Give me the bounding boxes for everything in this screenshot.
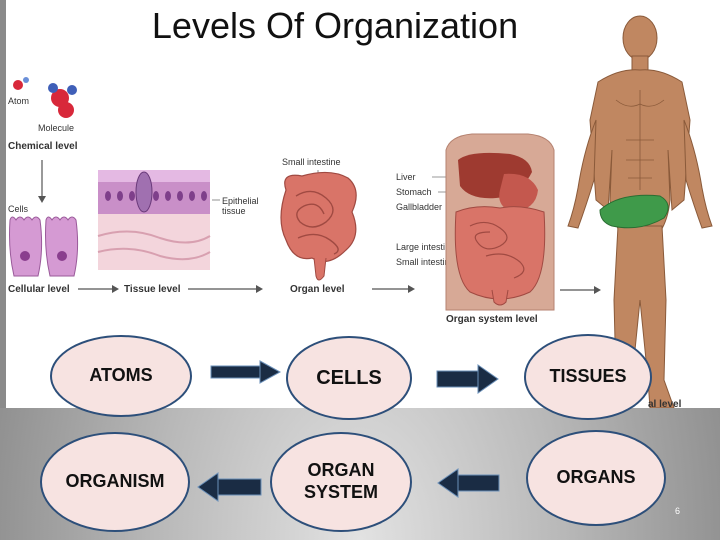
organ-level-label: Organ level: [290, 284, 345, 295]
cells-label: CELLS: [316, 366, 382, 390]
cells-to-tissues-arrow: [436, 364, 500, 394]
epithelial-tissue-illustration: [98, 170, 210, 270]
page-title: Levels Of Organization: [152, 5, 518, 47]
organ-small-intestine-label: Small intestine: [282, 157, 341, 167]
organism-oval: ORGANISM: [40, 432, 190, 532]
page-number: 6: [675, 506, 680, 516]
torso-organs-illustration: [446, 134, 554, 310]
title-box: Levels Of Organization: [95, 0, 575, 52]
gallbladder-label: Gallbladder: [396, 202, 442, 212]
atoms-to-cells-arrow: [210, 360, 282, 384]
organ-system-label: ORGAN SYSTEM: [304, 460, 378, 503]
stomach-label: Stomach: [396, 187, 432, 197]
organs-to-organ-system-arrow: [436, 468, 500, 498]
cells-illustration: [10, 217, 78, 276]
cells-oval: CELLS: [286, 336, 412, 420]
organ-system-label-line1: ORGAN: [307, 460, 374, 480]
cellular-level-label: Cellular level: [8, 284, 70, 295]
organ-system-level-label: Organ system level: [446, 314, 538, 325]
cells-label: Cells: [8, 204, 29, 214]
tissues-label: TISSUES: [549, 366, 626, 388]
atoms-label: ATOMS: [89, 365, 152, 387]
organ-to-system-arrow: [372, 285, 415, 293]
small-intestine-illustration: [281, 172, 356, 280]
molecule-icon: [48, 83, 77, 118]
liver-label: Liver: [396, 172, 416, 182]
tissue-to-organ-arrow: [188, 285, 263, 293]
tissues-oval: TISSUES: [524, 334, 652, 420]
organ-system-label-line2: SYSTEM: [304, 482, 378, 502]
chemical-to-cell-arrow: [38, 160, 46, 203]
organ-system-to-organism-arrow: [196, 472, 262, 502]
chemical-level-label: Chemical level: [8, 141, 78, 152]
atom-icon: [13, 77, 29, 90]
system-to-organism-arrow: [560, 286, 601, 294]
atoms-oval: ATOMS: [50, 335, 192, 417]
organ-system-oval: ORGAN SYSTEM: [270, 432, 412, 532]
tissue-level-label: Tissue level: [124, 284, 181, 295]
cell-to-tissue-arrow: [78, 285, 119, 293]
atom-label: Atom: [8, 96, 29, 106]
organs-oval: ORGANS: [526, 430, 666, 526]
organism-label: ORGANISM: [66, 471, 165, 493]
organs-label: ORGANS: [556, 467, 635, 489]
molecule-label: Molecule: [38, 123, 74, 133]
